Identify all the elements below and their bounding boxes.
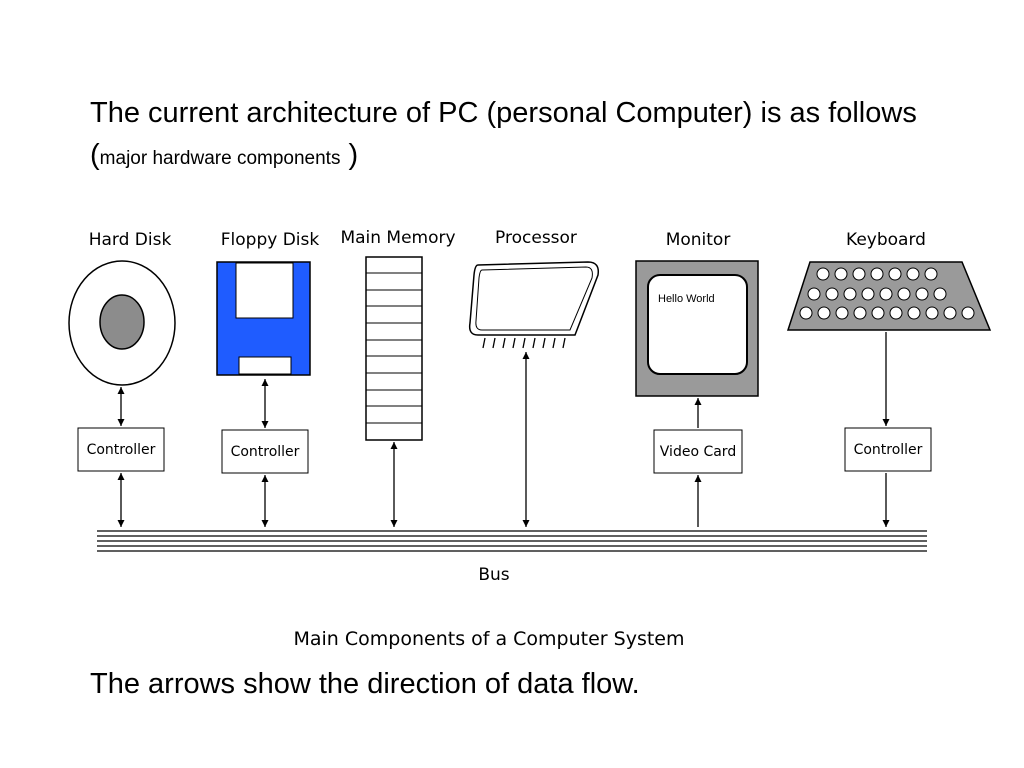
keyboard-icon xyxy=(786,261,992,331)
video-card: Video Card xyxy=(653,429,743,474)
hard-disk-icon xyxy=(68,260,176,386)
intro-text: The current architecture of PC (personal… xyxy=(90,97,917,171)
intro-paragraph: The current architecture of PC (personal… xyxy=(90,92,970,180)
processor-label: Processor xyxy=(495,228,577,248)
floppy-disk-controller-label: Controller xyxy=(231,444,300,460)
video-card-label: Video Card xyxy=(660,444,736,460)
main-memory-label: Main Memory xyxy=(340,228,455,248)
keyboard-controller: Controller xyxy=(844,427,932,472)
floppy-disk-label: Floppy Disk xyxy=(221,230,320,250)
keyboard-label: Keyboard xyxy=(846,230,926,250)
keyboard-controller-label: Controller xyxy=(854,442,923,458)
intro-small-text: major hardware components xyxy=(99,148,341,169)
main-memory-icon xyxy=(365,256,423,441)
monitor-screen-text: Hello World xyxy=(658,293,715,305)
bus-label: Bus xyxy=(478,565,509,585)
data-flow-note: The arrows show the direction of data fl… xyxy=(90,668,640,700)
monitor-label: Monitor xyxy=(666,230,731,250)
floppy-disk-controller: Controller xyxy=(221,429,309,474)
intro-close-text: ) xyxy=(340,139,359,171)
floppy-disk-icon xyxy=(216,261,311,376)
diagram-caption: Main Components of a Computer System xyxy=(293,628,684,650)
hard-disk-label: Hard Disk xyxy=(89,230,172,250)
monitor-icon: Hello World xyxy=(635,260,759,397)
hard-disk-controller: Controller xyxy=(77,427,165,472)
hard-disk-controller-label: Controller xyxy=(87,442,156,458)
processor-icon xyxy=(468,261,600,349)
system-bus xyxy=(97,530,927,552)
